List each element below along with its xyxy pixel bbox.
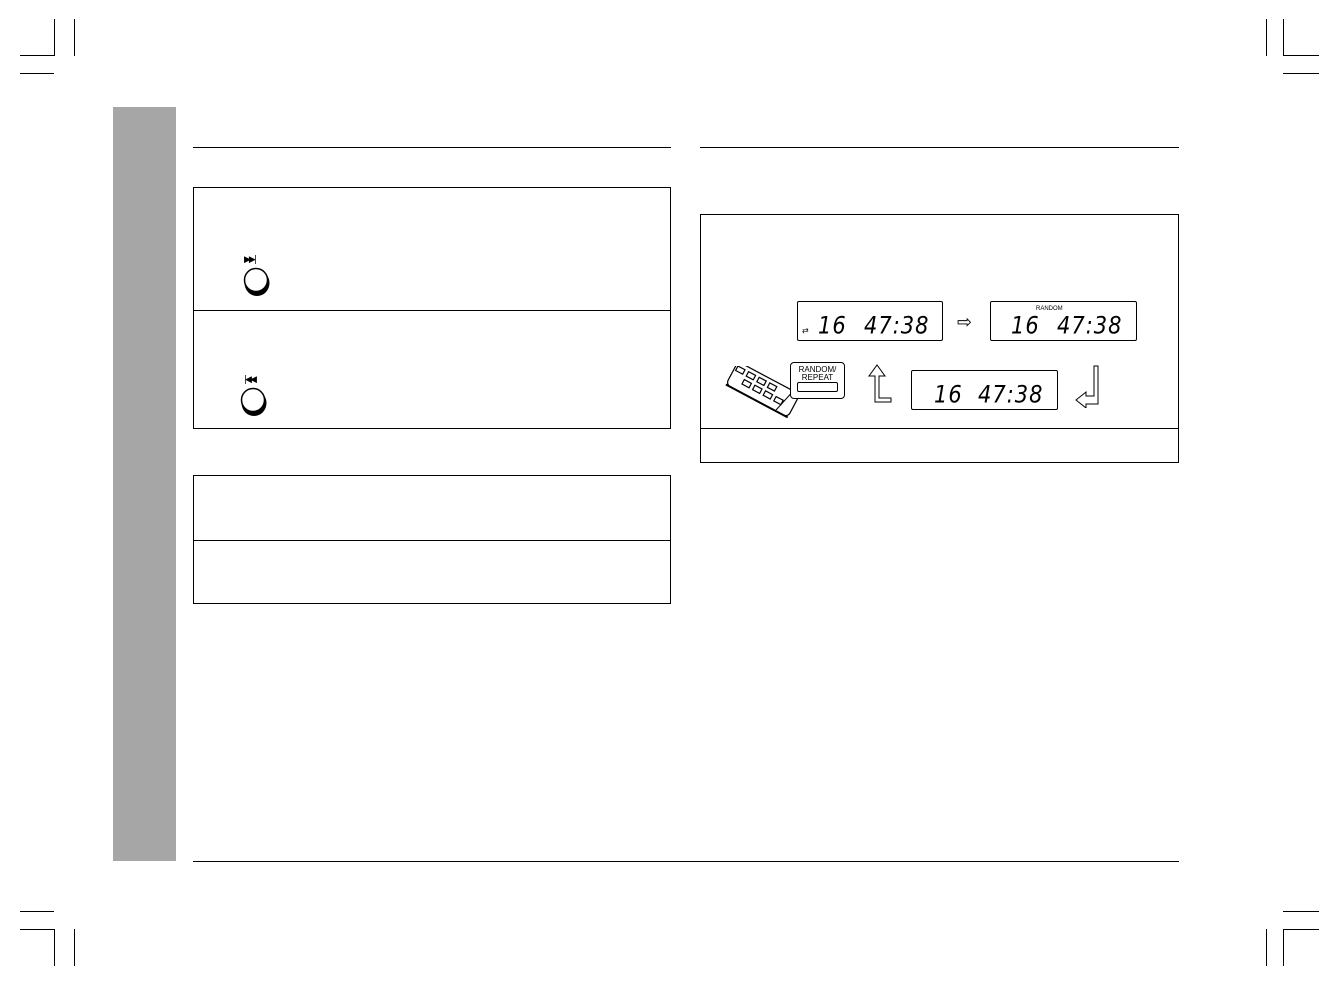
time-readout: 47:38 — [1057, 311, 1123, 340]
skip-back-icon: |◀◀ — [244, 375, 257, 385]
remote-control-icon — [725, 366, 798, 419]
repeat-indicator: ⇄ — [802, 326, 809, 335]
skip-forward-icon: ▶▶| — [244, 255, 257, 265]
button-label-line2: REPEAT — [801, 373, 834, 382]
skip-back-button: |◀◀ — [240, 375, 278, 418]
display-random: RANDOM 16 47:38 — [990, 301, 1137, 341]
box-divider — [194, 540, 670, 541]
knob-icon — [240, 387, 267, 416]
track-number: 16 — [1011, 311, 1040, 340]
arrow-up-icon — [868, 364, 892, 403]
track-number: 16 — [818, 311, 847, 340]
button-label-line1: RANDOM/ — [798, 365, 837, 374]
random-repeat-box — [700, 214, 1179, 463]
display-repeat: ⇄ 16 47:38 — [797, 301, 943, 341]
box-divider — [701, 428, 1178, 429]
box-divider — [194, 310, 670, 311]
time-readout: 47:38 — [864, 311, 930, 340]
display-normal: 16 47:38 — [911, 370, 1058, 410]
sidebar-tab — [113, 107, 176, 861]
random-indicator: RANDOM — [1036, 306, 1063, 312]
left-header-rule — [193, 147, 671, 148]
random-repeat-button-callout: RANDOM/ REPEAT — [790, 362, 845, 399]
button-shape — [797, 382, 838, 392]
arrow-down-left-icon — [1075, 365, 1099, 408]
arrow-right-icon: ⇨ — [957, 312, 973, 333]
time-readout: 47:38 — [978, 380, 1044, 409]
notes-box — [193, 475, 671, 604]
skip-instructions-box: ▶▶| |◀◀ — [193, 187, 671, 429]
knob-icon — [243, 267, 270, 296]
footer-rule — [193, 861, 1179, 862]
right-header-rule — [700, 147, 1179, 148]
skip-forward-button: ▶▶| — [242, 255, 278, 298]
track-number: 16 — [934, 380, 963, 409]
